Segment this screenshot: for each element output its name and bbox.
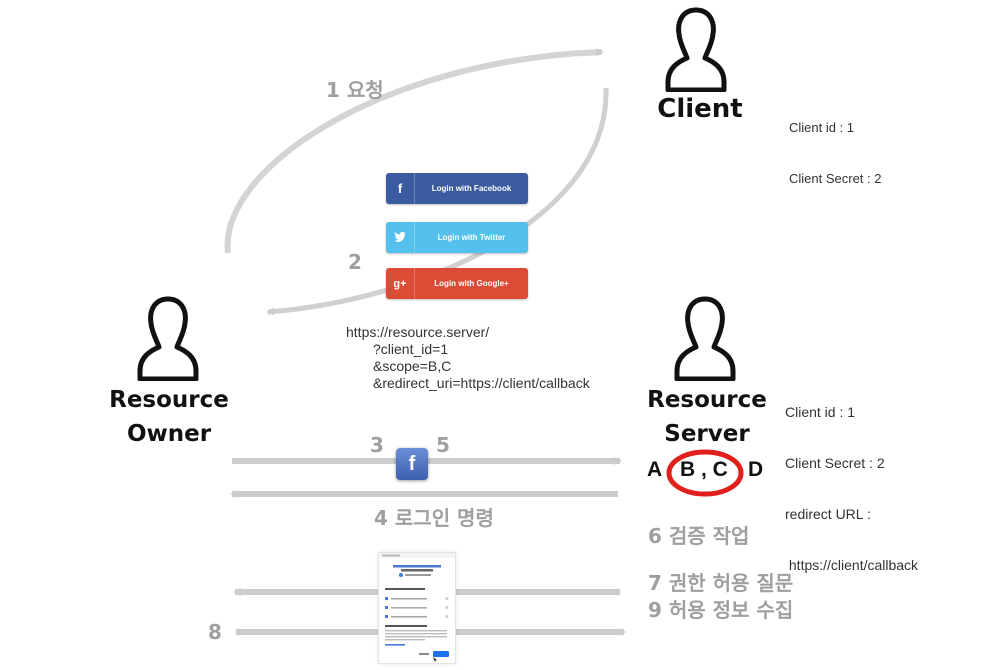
step-7-label: 7 권한 허용 질문 <box>648 571 794 595</box>
login-twitter-label: Login with Twitter <box>437 233 506 242</box>
client-label: Client <box>657 94 743 124</box>
url-line-host: https://resource.server/ <box>346 324 490 340</box>
step-8-label: 8 <box>208 620 222 644</box>
url-line-client-id: ?client_id=1 <box>373 341 449 357</box>
google-consent-screen-thumbnail <box>378 552 456 664</box>
scope-bc: B , C <box>680 458 728 481</box>
login-facebook-label: Login with Facebook <box>431 184 512 193</box>
scope-d: D <box>748 458 764 481</box>
step-2-label: 2 <box>348 250 362 274</box>
server-info: Client id : 1 Client Secret : 2 redirect… <box>785 370 918 591</box>
step-5-label: 5 <box>436 433 450 457</box>
server-client-secret: Client Secret : 2 <box>785 455 885 471</box>
login-google-label: Login with Google+ <box>434 279 509 288</box>
server-client-id: Client id : 1 <box>785 404 856 420</box>
step-4-label: 4 로그인 명령 <box>374 506 494 530</box>
url-line-scope: &scope=B,C <box>373 358 452 374</box>
scope-a: A <box>647 458 663 481</box>
twitter-icon <box>386 230 414 245</box>
button-separator <box>414 173 415 204</box>
url-line-redirect: &redirect_uri=https://client/callback <box>373 375 590 391</box>
step-3-label: 3 <box>370 433 384 457</box>
button-separator <box>414 268 415 299</box>
step-6-label: 6 검증 작업 <box>648 524 750 548</box>
scope-highlight-circle <box>666 449 744 497</box>
client-secret: Client Secret : 2 <box>789 171 882 186</box>
facebook-badge-icon: f <box>396 448 428 480</box>
step-1-label: 1 요청 <box>326 78 384 102</box>
auth-request-url: https://resource.server/ ?client_id=1 &s… <box>346 324 590 392</box>
resource-server-person-icon <box>674 296 736 381</box>
step-9-label: 9 허용 정보 수집 <box>648 598 794 622</box>
resource-owner-person-icon <box>137 296 199 381</box>
client-person-icon <box>665 7 727 92</box>
facebook-icon: f <box>397 181 403 196</box>
resource-owner-label: Resource Owner <box>109 387 229 447</box>
login-twitter-button[interactable]: Login with Twitter <box>386 222 528 253</box>
server-redirect-value: https://client/callback <box>785 557 919 573</box>
consent-screen-drawing <box>379 553 455 662</box>
login-google-button[interactable]: g+ Login with Google+ <box>386 268 528 299</box>
button-separator <box>414 222 415 253</box>
client-id: Client id : 1 <box>789 120 855 135</box>
server-redirect-label: redirect URL : <box>785 506 871 522</box>
client-info: Client id : 1 Client Secret : 2 <box>789 85 882 204</box>
login-facebook-button[interactable]: f Login with Facebook <box>386 173 528 204</box>
arrow-request <box>224 48 604 254</box>
google-plus-icon: g+ <box>393 277 407 290</box>
resource-server-label: Resource Server <box>647 387 767 447</box>
